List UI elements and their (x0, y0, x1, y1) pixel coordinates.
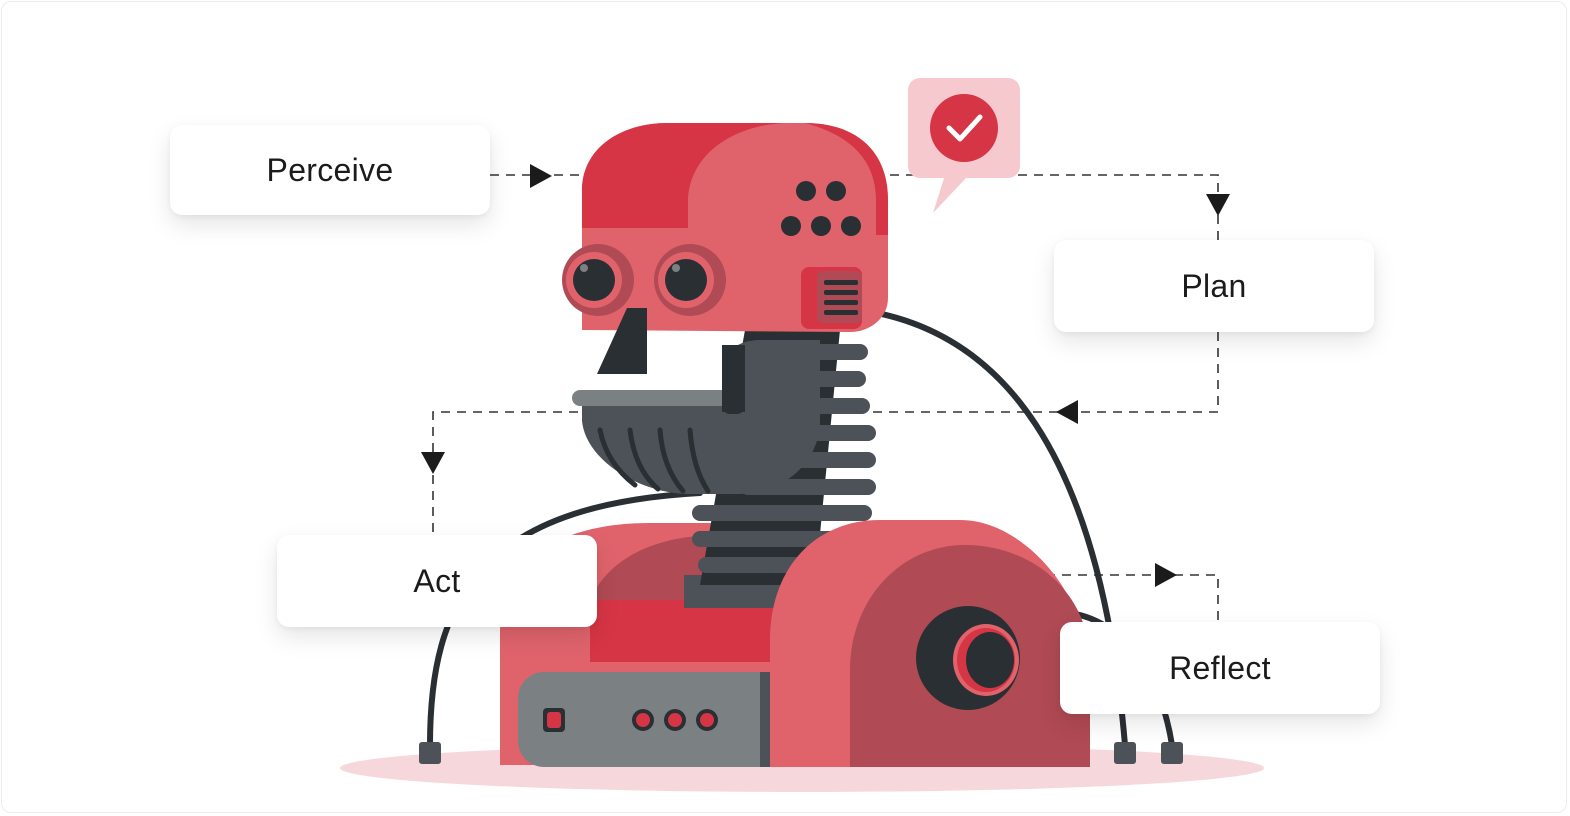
bubble-tail (933, 175, 968, 213)
step-card-plan: Plan (1054, 240, 1374, 332)
neck-ring (692, 505, 872, 521)
ear-vent-slats (824, 280, 858, 315)
neck-ring (808, 344, 868, 360)
head-cap-right (805, 123, 888, 235)
arrow-down-icon (1206, 194, 1230, 216)
vent-hole (841, 216, 861, 236)
cable-plugs (419, 742, 1183, 764)
robot-head (562, 123, 888, 494)
plug-right (1161, 742, 1183, 764)
panel-light-inner (700, 713, 714, 727)
jaw-groove (627, 427, 661, 492)
head-vents (781, 181, 861, 236)
plug-middle (1114, 742, 1136, 764)
step-label-perceive: Perceive (266, 151, 394, 188)
arrow-right-icon (1155, 563, 1177, 587)
checkmark-icon (946, 114, 983, 142)
panel-light-inner (668, 713, 682, 727)
ear-vent-inner (817, 271, 862, 323)
step-card-perceive: Perceive (170, 125, 490, 215)
flow-arrows (421, 164, 1230, 587)
head-cap (582, 123, 790, 228)
vent-hole (811, 216, 831, 236)
vent-hole (781, 216, 801, 236)
step-card-reflect: Reflect (1060, 622, 1380, 714)
body-shelf (590, 600, 780, 662)
panel-light-inner (636, 713, 650, 727)
arrow-down-icon (421, 452, 445, 474)
speech-bubble-icon (908, 78, 1020, 213)
jaw-groove (687, 427, 711, 494)
jaw-chin (582, 402, 720, 494)
jaw-groove (657, 427, 686, 494)
vent-slat (824, 280, 858, 285)
vent-slat (824, 300, 858, 305)
panel-button-square-inner (547, 712, 561, 728)
arrow-right-icon (530, 164, 552, 188)
vent-hole (796, 181, 816, 201)
step-card-act: Act (277, 535, 597, 627)
plug-left (419, 742, 441, 764)
jaw-groove (597, 427, 638, 488)
mouth-bar (572, 390, 729, 406)
vent-hole (826, 181, 846, 201)
jaw-neck-shadow (722, 345, 745, 412)
arrow-left-icon (1056, 400, 1078, 424)
vent-slat (824, 290, 858, 295)
check-circle (930, 94, 998, 162)
step-label-act: Act (413, 562, 461, 599)
robot-shoulder-drum (770, 520, 1090, 767)
robot-nose (597, 308, 647, 374)
eye-glint (580, 264, 588, 272)
step-label-plan: Plan (1181, 267, 1247, 304)
vent-slat (824, 310, 858, 315)
step-label-reflect: Reflect (1169, 649, 1271, 686)
jaw-grooves (597, 427, 711, 494)
eye-pupil (665, 259, 707, 301)
eye-glint (672, 264, 680, 272)
eye-pupil (573, 259, 615, 301)
drum-ring-hole (966, 632, 1014, 688)
robot-eyes (562, 244, 726, 316)
